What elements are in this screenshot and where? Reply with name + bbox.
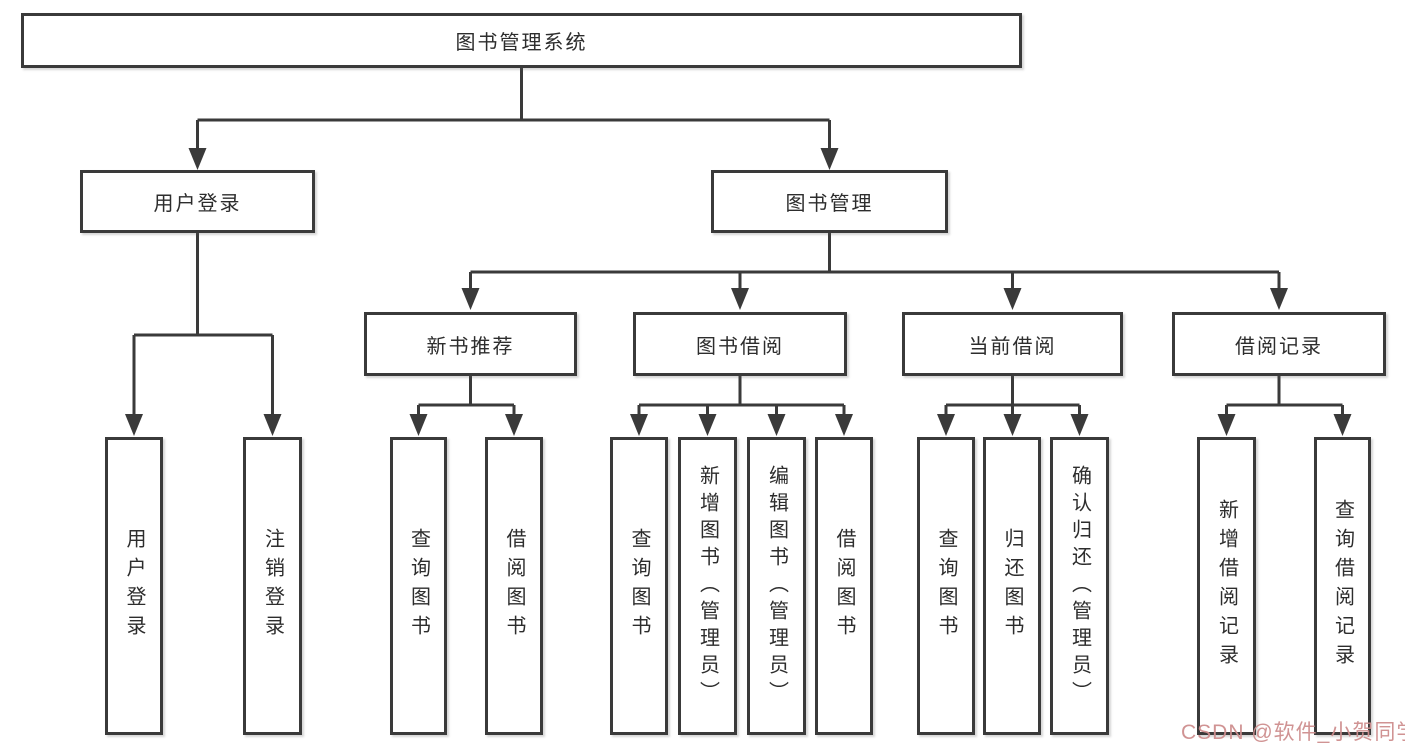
connector-root-to-level2 bbox=[188, 68, 839, 170]
leaf-label: 确认归还（管理员） bbox=[1068, 464, 1091, 708]
csdn-watermark: CSDN @软件_小贺同学 bbox=[1181, 721, 1405, 744]
node-book-borrow: 图书借阅 bbox=[633, 312, 847, 376]
leaf-label: 借阅图书 bbox=[833, 528, 855, 644]
node-leaf-query-borrow-record: 查询借阅记录 bbox=[1314, 437, 1371, 735]
leaf-label: 查询图书 bbox=[628, 528, 650, 644]
node-borrow-record: 借阅记录 bbox=[1172, 312, 1386, 376]
node-leaf-query-book-1: 查询图书 bbox=[390, 437, 447, 735]
node-leaf-return-book: 归还图书 bbox=[983, 437, 1041, 735]
node-leaf-edit-book-admin: 编辑图书（管理员） bbox=[747, 437, 806, 735]
node-leaf-add-book-admin: 新增图书（管理员） bbox=[678, 437, 737, 735]
leaf-label: 归还图书 bbox=[1001, 528, 1023, 644]
leaf-label: 用户登录 bbox=[123, 528, 145, 644]
node-root: 图书管理系统 bbox=[21, 13, 1022, 68]
node-current-borrow: 当前借阅 bbox=[902, 312, 1123, 376]
leaf-label: 新增图书（管理员） bbox=[696, 464, 719, 708]
leaf-label: 编辑图书（管理员） bbox=[765, 464, 788, 708]
node-user-login: 用户登录 bbox=[80, 170, 315, 233]
leaf-label: 查询借阅记录 bbox=[1331, 499, 1354, 673]
node-leaf-query-book-2: 查询图书 bbox=[610, 437, 668, 735]
leaf-label: 注销登录 bbox=[261, 528, 284, 644]
node-leaf-logout: 注销登录 bbox=[243, 437, 302, 735]
connector-currentborrow-to-children bbox=[937, 376, 1089, 436]
connector-userlogin-to-children bbox=[125, 233, 282, 436]
node-leaf-query-book-3: 查询图书 bbox=[917, 437, 975, 735]
node-leaf-borrow-book-2: 借阅图书 bbox=[815, 437, 873, 735]
connector-borrowrecord-to-children bbox=[1217, 376, 1352, 436]
leaf-label: 查询图书 bbox=[407, 528, 430, 644]
connector-bookborrow-to-children bbox=[630, 376, 853, 436]
leaf-label: 借阅图书 bbox=[503, 528, 525, 644]
node-leaf-user-login: 用户登录 bbox=[105, 437, 163, 735]
node-new-book-recommendation: 新书推荐 bbox=[364, 312, 577, 376]
leaf-label: 查询图书 bbox=[935, 528, 957, 644]
connector-newbookrec-to-children bbox=[409, 376, 523, 436]
node-leaf-borrow-book-1: 借阅图书 bbox=[485, 437, 543, 735]
node-leaf-add-borrow-record: 新增借阅记录 bbox=[1197, 437, 1256, 735]
node-leaf-confirm-return-admin: 确认归还（管理员） bbox=[1050, 437, 1109, 735]
node-book-management: 图书管理 bbox=[711, 170, 948, 233]
leaf-label: 新增借阅记录 bbox=[1215, 499, 1238, 673]
connector-bookmgmt-to-level3 bbox=[461, 233, 1288, 310]
